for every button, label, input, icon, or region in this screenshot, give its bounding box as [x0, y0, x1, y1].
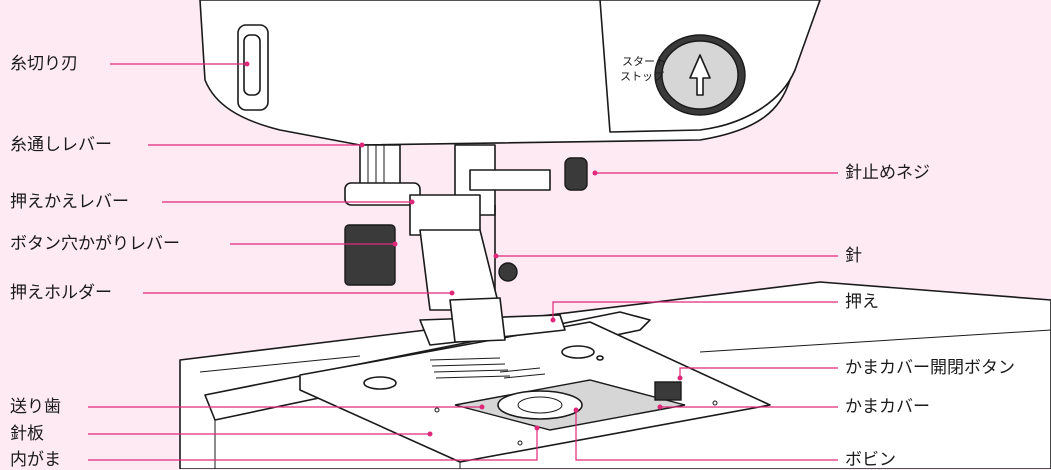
label-bobbin: ボビン: [845, 450, 896, 470]
label-needle-plate: 針板: [10, 424, 44, 444]
start-stop-text-2: ストップ: [620, 70, 664, 83]
label-threader-lever: 糸通しレバー: [10, 135, 112, 155]
label-hook-cover-release: かまカバー開閉ボタン: [845, 358, 1015, 378]
start-stop-text-1: スタート: [622, 55, 666, 68]
label-feed-dogs: 送り歯: [10, 397, 61, 417]
label-thread-cutter: 糸切り刃: [10, 54, 78, 74]
label-presser-foot: 押え: [845, 292, 879, 312]
needle-assembly: [345, 145, 587, 345]
label-inner-hook: 内がま: [10, 450, 61, 470]
label-buttonhole-lever: ボタン穴かがりレバー: [10, 234, 180, 254]
machine-head: スタート ストップ: [200, 0, 820, 145]
label-needle: 針: [845, 246, 862, 266]
label-hook-cover: かまカバー: [845, 397, 930, 417]
label-needle-clamp-screw: 針止めネジ: [845, 163, 930, 183]
label-presser-lever: 押えかえレバー: [10, 192, 129, 212]
label-presser-holder: 押えホルダー: [10, 283, 112, 303]
